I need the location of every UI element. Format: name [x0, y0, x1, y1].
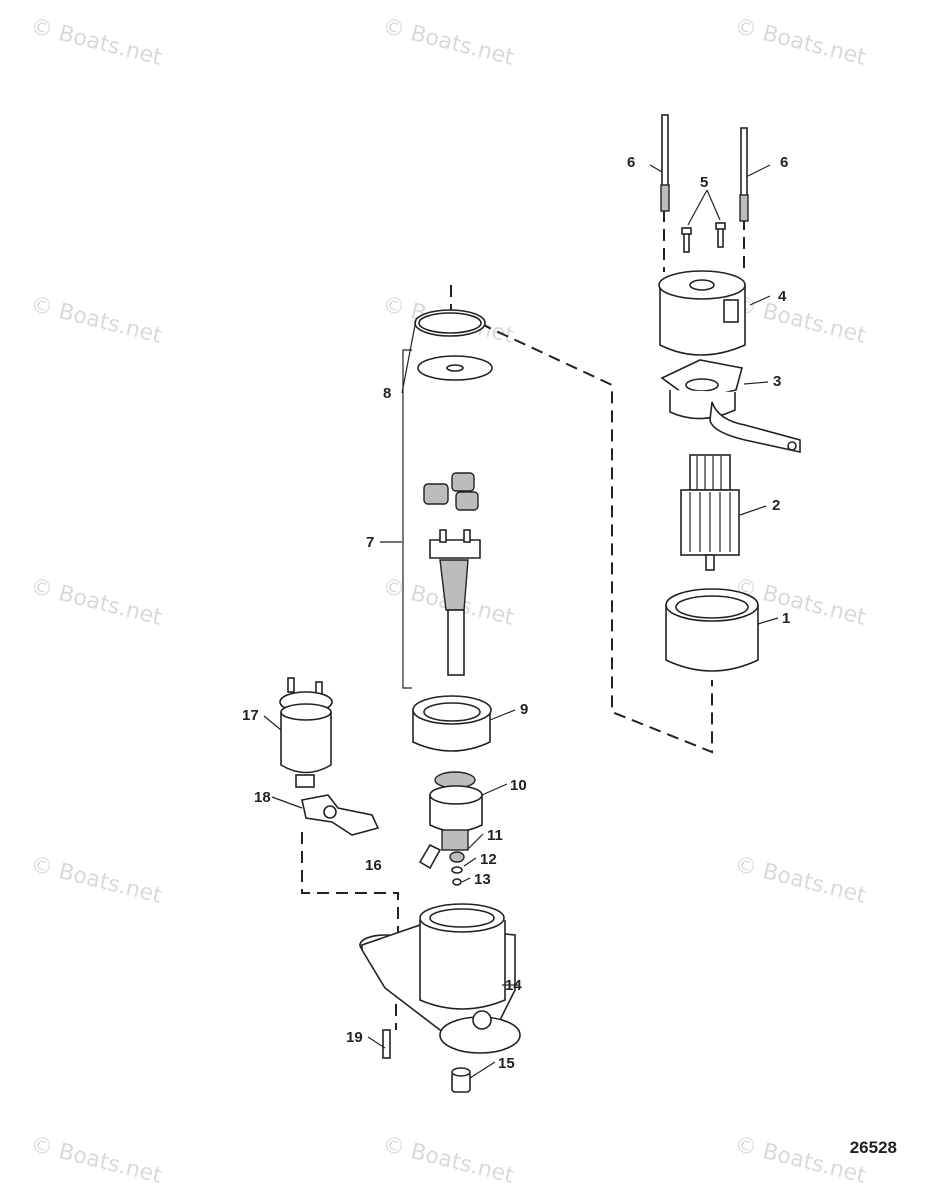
brush-plate	[660, 359, 801, 453]
through-bolt-right	[739, 127, 749, 222]
assembly-dashed-lines	[301, 210, 745, 1030]
callout-11: 11	[487, 827, 503, 844]
callout-14: 14	[505, 977, 522, 994]
callout-4: 4	[778, 288, 787, 305]
drive-housing	[359, 903, 521, 1054]
callout-18: 18	[254, 789, 271, 806]
callout-15: 15	[498, 1055, 515, 1072]
callout-1: 1	[782, 610, 790, 627]
drawing-number: 26528	[849, 1138, 897, 1157]
ring-gear	[412, 695, 492, 752]
callout-17: 17	[242, 707, 259, 724]
callout-10: 10	[510, 777, 527, 794]
callout-5: 5	[700, 174, 708, 191]
callout-6-right: 6	[780, 154, 788, 171]
solenoid	[279, 677, 333, 788]
callout-9: 9	[520, 701, 528, 718]
housing-bolt	[382, 1029, 391, 1059]
callout-16: 16	[365, 857, 382, 874]
callout-6-left: 6	[627, 154, 635, 171]
through-bolt-left	[660, 114, 670, 212]
screws	[681, 222, 726, 253]
callout-labels: 1 2 3 4 5 6 6 7 8 9 10 11 12 13 14 15 16…	[242, 154, 790, 1072]
drive-assembly	[429, 771, 483, 851]
callout-8: 8	[383, 385, 391, 402]
planetary-gear-set	[417, 355, 493, 676]
end-cap	[658, 270, 746, 356]
callout-3: 3	[773, 373, 781, 390]
plunger-fork	[301, 794, 380, 836]
armature	[680, 454, 740, 571]
small-hardware	[449, 851, 465, 886]
shift-lever	[418, 843, 442, 870]
callout-7: 7	[366, 534, 374, 551]
part-7-bracket	[402, 349, 412, 689]
callout-13: 13	[474, 871, 491, 888]
callout-19: 19	[346, 1029, 363, 1046]
bushing	[451, 1067, 471, 1093]
field-frame	[665, 588, 759, 672]
leader-lines	[263, 164, 779, 1079]
callout-12: 12	[480, 851, 497, 868]
o-ring	[414, 309, 486, 337]
callout-2: 2	[772, 497, 780, 514]
